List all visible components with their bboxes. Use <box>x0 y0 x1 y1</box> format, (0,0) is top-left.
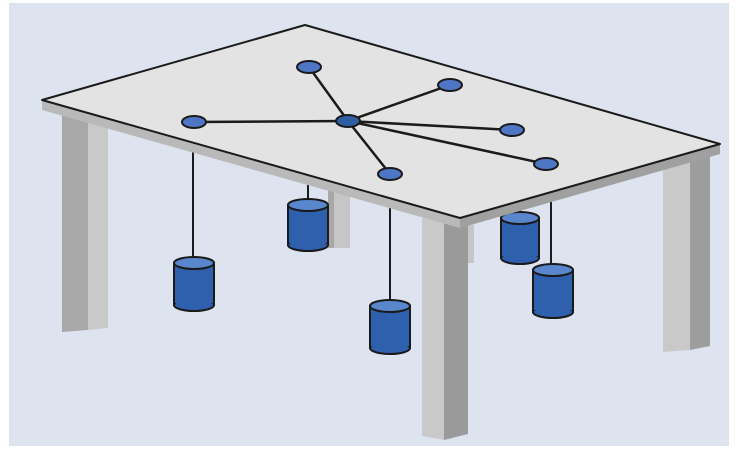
pulleys <box>181 60 559 181</box>
weight-left <box>173 256 215 312</box>
pulley-top-right <box>437 78 463 92</box>
pulley-front <box>377 167 403 181</box>
table-leg-front-right <box>663 140 710 352</box>
weight-back <box>287 198 329 252</box>
tabletop-strings <box>192 65 548 176</box>
pulley-right-front <box>533 157 559 171</box>
pulley-left <box>181 115 207 129</box>
table-leg-back-left <box>328 190 350 248</box>
weight-front <box>369 299 411 355</box>
table-leg-front-center <box>422 212 468 440</box>
tabletop-edge-front <box>42 100 460 228</box>
center-knot <box>335 114 361 128</box>
tabletop-edge-side <box>460 144 720 228</box>
weight-right-front <box>532 263 574 319</box>
pulley-top <box>296 60 322 74</box>
pulley-right <box>499 123 525 137</box>
table-leg-front-left <box>62 110 108 332</box>
weight-right-back <box>500 211 540 265</box>
